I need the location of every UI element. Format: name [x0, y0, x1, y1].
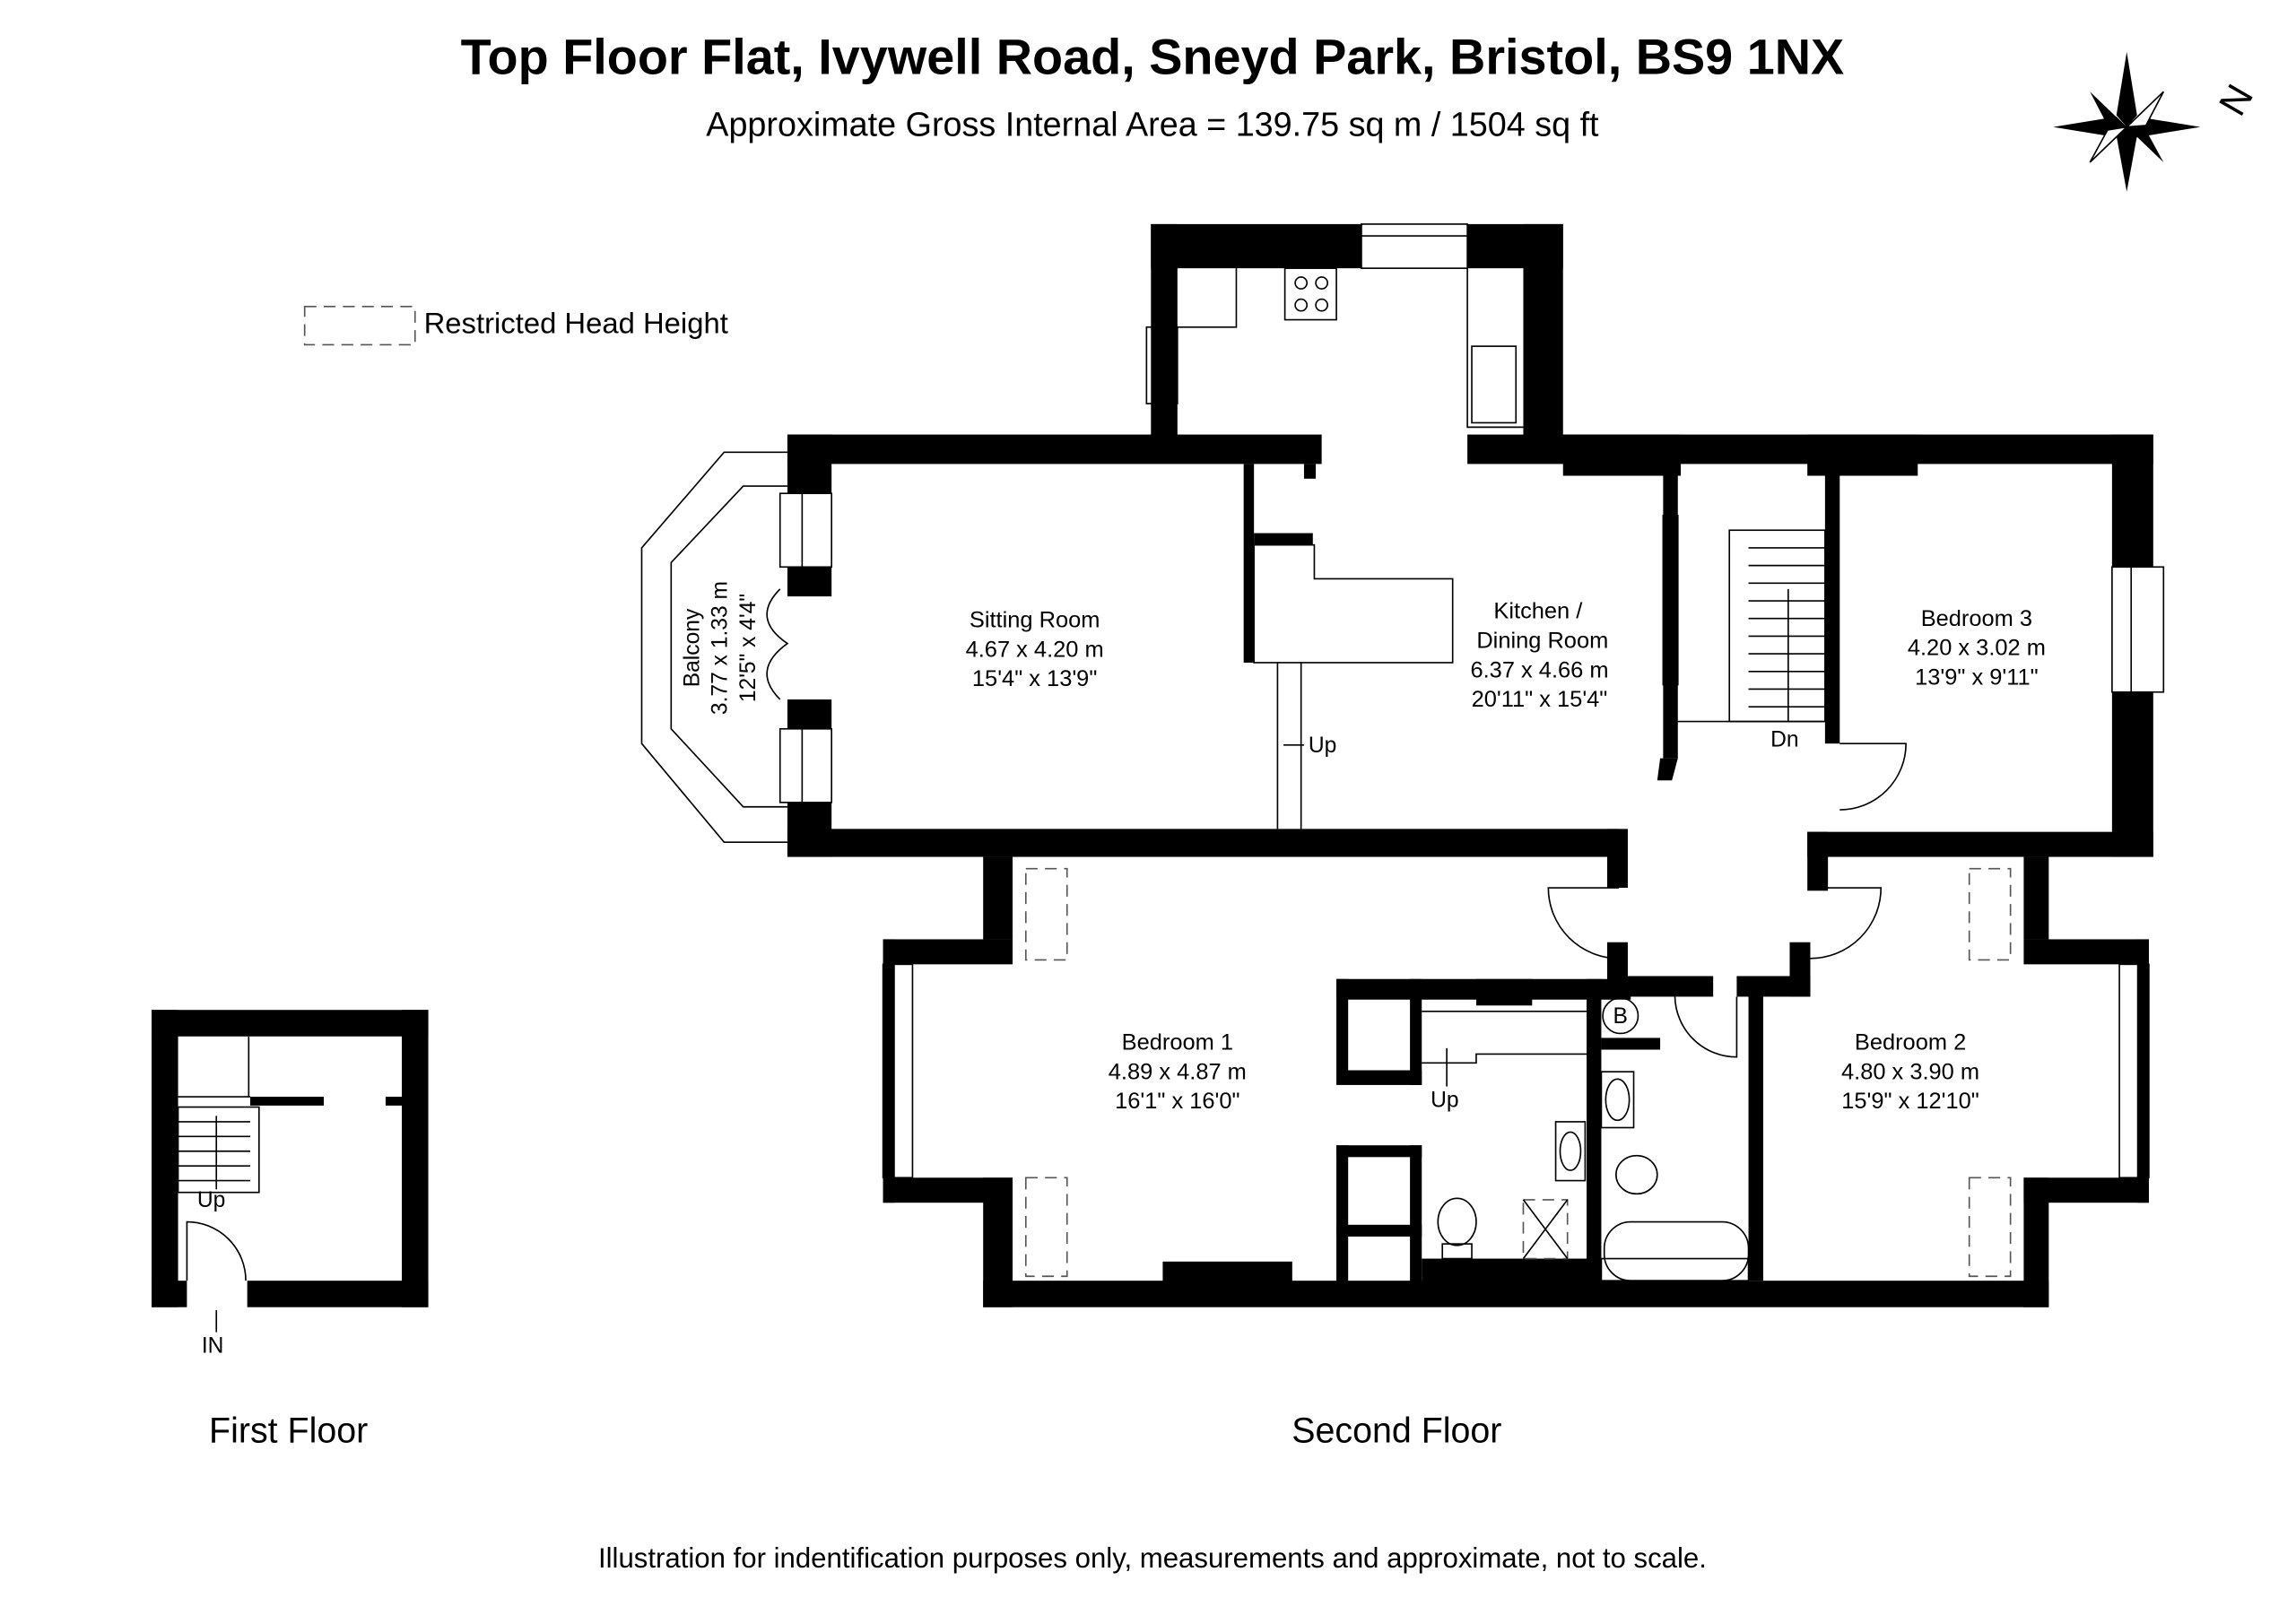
second-floor-walls	[787, 223, 2153, 1307]
first-floor-walls	[152, 1010, 429, 1307]
room-name: Bedroom 3	[1921, 606, 2032, 631]
room-name: Bedroom 1	[1122, 1030, 1233, 1055]
room-name: Kitchen /	[1493, 599, 1583, 624]
room-imperial: 13'9" x 9'11"	[1915, 665, 2039, 690]
balcony-metric: 3.77 x 1.33 m	[709, 581, 733, 715]
kitchen-fittings	[1177, 267, 1524, 829]
room-bedroom-1: Bedroom 1 4.89 x 4.87 m 16'1" x 16'0"	[1109, 1030, 1247, 1115]
room-imperial: 20'11" x 15'4"	[1472, 687, 1608, 712]
balcony-label: Balcony	[680, 608, 704, 687]
room-imperial: 15'9" x 12'10"	[1841, 1089, 1979, 1114]
first-floor-label: First Floor	[209, 1411, 368, 1451]
loft-up-label: Up	[1431, 1089, 1458, 1113]
boiler-icon	[1602, 997, 1639, 1035]
balcony-imperial: 12'5" x 4'4"	[736, 594, 761, 702]
room-kitchen-dining: Kitchen / Dining Room 6.37 x 4.66 m 20'1…	[1470, 599, 1608, 712]
first-floor-up-label: Up	[197, 1188, 225, 1212]
entrance-label: IN	[202, 1334, 224, 1359]
room-bedroom-3: Bedroom 3 4.20 x 3.02 m 13'9" x 9'11"	[1908, 606, 2046, 690]
first-floor-stairs: Up IN	[177, 1036, 260, 1359]
restricted-head-height-swatch	[303, 305, 416, 346]
north-label: N	[2211, 77, 2262, 123]
compass-icon: N	[2053, 51, 2262, 192]
room-imperial: 15'4" x 13'9"	[972, 666, 1097, 691]
legend-label: Restricted Head Height	[424, 306, 728, 339]
room-name: Bedroom 2	[1855, 1030, 1966, 1055]
gross-area: Approximate Gross Internal Area = 139.75…	[706, 105, 1599, 143]
boiler-label: B	[1613, 1004, 1628, 1029]
room-metric: 6.37 x 4.66 m	[1470, 657, 1608, 682]
room-name: Sitting Room	[970, 608, 1100, 633]
room-imperial: 16'1" x 16'0"	[1115, 1089, 1239, 1114]
room-metric: 4.67 x 4.20 m	[966, 637, 1104, 662]
page-title: Top Floor Flat, Ivywell Road, Sneyd Park…	[461, 29, 1845, 85]
room-metric: 4.89 x 4.87 m	[1109, 1059, 1247, 1084]
stairs-up-label: Up	[1309, 734, 1336, 758]
room-metric: 4.80 x 3.90 m	[1841, 1059, 1979, 1084]
room-bedroom-2: Bedroom 2 4.80 x 3.90 m 15'9" x 12'10"	[1841, 1030, 1979, 1115]
staircase	[1677, 529, 1826, 723]
bathroom-fittings: B	[1422, 997, 1750, 1281]
disclaimer: Illustration for indentification purpose…	[598, 1542, 1707, 1574]
second-floor-label: Second Floor	[1292, 1411, 1501, 1451]
doors	[1547, 743, 1907, 1058]
stairs-down-label: Dn	[1770, 727, 1798, 751]
room-sitting-room: Sitting Room 4.67 x 4.20 m 15'4" x 13'9"	[966, 608, 1104, 692]
windows	[778, 223, 2165, 1179]
balcony: Balcony 3.77 x 1.33 m 12'5" x 4'4"	[640, 451, 789, 843]
room-name-2: Dining Room	[1476, 629, 1608, 654]
room-metric: 4.20 x 3.02 m	[1908, 636, 2046, 661]
